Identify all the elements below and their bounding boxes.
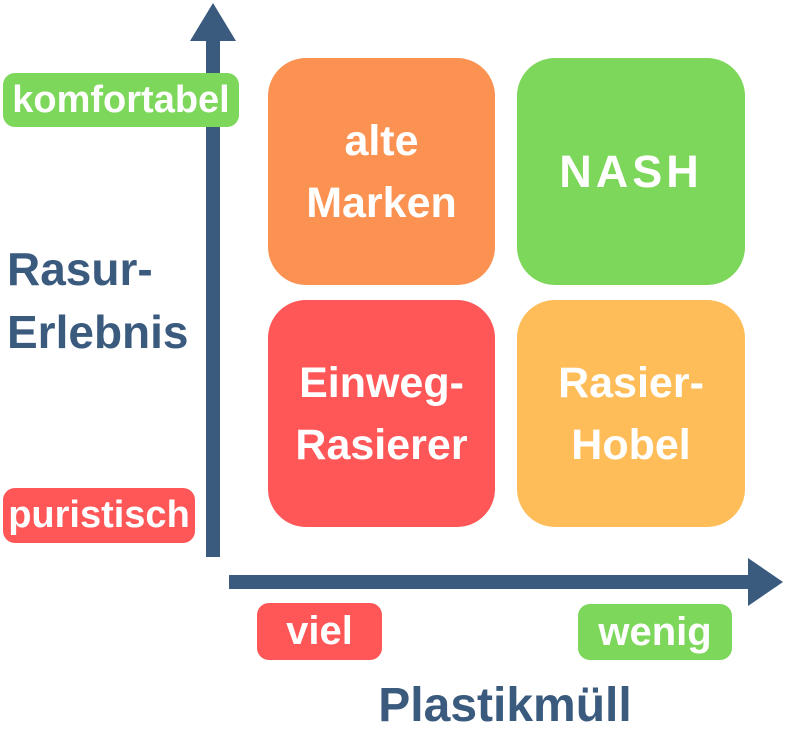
y-axis-low-badge: puristisch bbox=[3, 488, 195, 543]
x-axis-title: Plastikmüll bbox=[378, 679, 632, 732]
quadrant-top-left-label: alte Marken bbox=[306, 116, 457, 227]
x-axis-high-badge: wenig bbox=[578, 604, 732, 660]
x-axis-arrowhead-icon bbox=[748, 558, 783, 606]
y-axis-title: Rasur- Erlebnis bbox=[7, 243, 189, 358]
y-axis-arrowhead-icon bbox=[190, 3, 236, 41]
quadrant-bottom-right: Rasier- Hobel bbox=[517, 300, 745, 527]
quadrant-bottom-right-label: Rasier- Hobel bbox=[558, 358, 704, 469]
quadrant-top-right: NASH bbox=[517, 58, 745, 285]
x-axis-low-badge: viel bbox=[257, 603, 382, 660]
x-axis-low-label: viel bbox=[286, 609, 353, 653]
x-axis-high-label: wenig bbox=[598, 609, 712, 654]
y-axis-high-badge: komfortabel bbox=[3, 73, 239, 127]
y-axis-low-label: puristisch bbox=[8, 494, 190, 536]
x-axis-arrow bbox=[229, 558, 783, 606]
quadrant-top-left: alte Marken bbox=[268, 58, 495, 285]
quadrant-bottom-left: Einweg- Rasierer bbox=[268, 300, 495, 527]
x-axis-line bbox=[229, 575, 753, 589]
quadrant-bottom-left-label: Einweg- Rasierer bbox=[295, 358, 468, 469]
y-axis-high-label: komfortabel bbox=[12, 78, 230, 121]
quadrant-top-right-label: NASH bbox=[559, 145, 703, 197]
